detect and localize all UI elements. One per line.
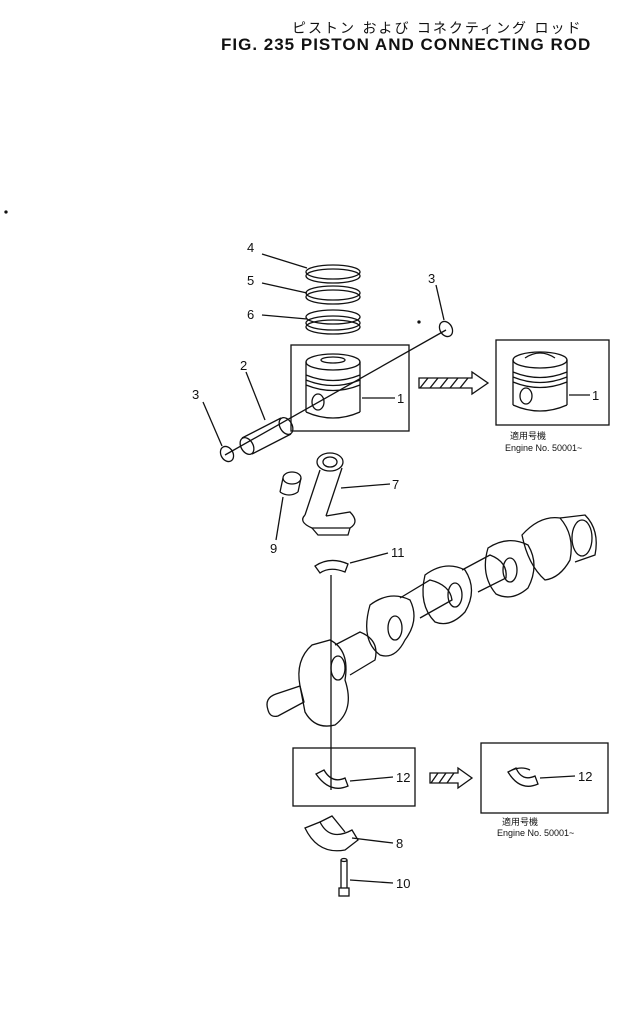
bearing-alt-frame [480, 742, 609, 814]
piston-ring-oil [305, 309, 361, 335]
note-engine-number: Engine No. 50001~ [505, 443, 582, 453]
arrow-to-alternate-piston [418, 370, 490, 396]
figure-title-japanese: ピストン および コネクティング ロッド [292, 21, 583, 37]
piston-frame [290, 344, 410, 432]
bearing-upper [314, 559, 349, 574]
callout-2: 2 [240, 358, 247, 373]
piston [305, 353, 361, 419]
note-applicable-jp: 適用号機 [510, 430, 546, 441]
callout-12: 12 [396, 770, 410, 785]
rod-cap [304, 815, 359, 852]
callout-3-upper: 3 [428, 271, 435, 286]
piston-alternate [512, 351, 568, 412]
callout-12-alt: 12 [578, 769, 592, 784]
callout-9: 9 [270, 541, 277, 556]
piston-alt-frame [495, 339, 610, 426]
callout-1-alt: 1 [592, 388, 599, 403]
callout-6: 6 [247, 307, 254, 322]
leader-line [351, 837, 394, 844]
leader-line [349, 552, 389, 564]
callout-5: 5 [247, 273, 254, 288]
callout-4: 4 [247, 240, 254, 255]
figure-title: FIG. 235 PISTON AND CONNECTING ROD [221, 35, 592, 54]
bushing [279, 471, 302, 496]
pin-axis-line [224, 329, 447, 456]
leader-line [340, 483, 391, 489]
callout-3-lower: 3 [192, 387, 199, 402]
leader-line [261, 282, 308, 294]
leader-line [349, 776, 394, 782]
callout-11: 11 [391, 545, 405, 560]
callout-7: 7 [392, 477, 399, 492]
bearing-lower [315, 769, 349, 789]
leader-line [261, 314, 308, 320]
leader-line [349, 879, 394, 884]
arrow-to-alternate-bearing [429, 766, 474, 790]
connecting-rod [302, 452, 356, 536]
piston-ring-top [305, 264, 361, 284]
leader-line [275, 496, 284, 541]
piston-pin [239, 416, 294, 456]
note-engine-number-bearing: Engine No. 50001~ [497, 828, 574, 838]
snap-ring-lower [219, 445, 235, 463]
leader-line [202, 401, 223, 447]
piston-ring-second [305, 285, 361, 305]
speck [4, 210, 8, 214]
bearing-lower-alternate-edge [511, 767, 531, 771]
leader-line [539, 775, 576, 779]
callout-10: 10 [396, 876, 410, 891]
leader-line [435, 284, 445, 321]
snap-ring-upper [438, 320, 454, 338]
callout-8: 8 [396, 836, 403, 851]
leader-line [245, 371, 266, 421]
note-applicable-jp-bearing: 適用号機 [502, 816, 538, 827]
crankshaft [266, 514, 597, 727]
bearing-lower-frame [292, 747, 416, 807]
bearing-lower-alternate [507, 767, 539, 787]
callout-1: 1 [397, 391, 404, 406]
rod-bolt [338, 857, 350, 897]
leader-line [261, 253, 308, 269]
speck [417, 320, 421, 324]
